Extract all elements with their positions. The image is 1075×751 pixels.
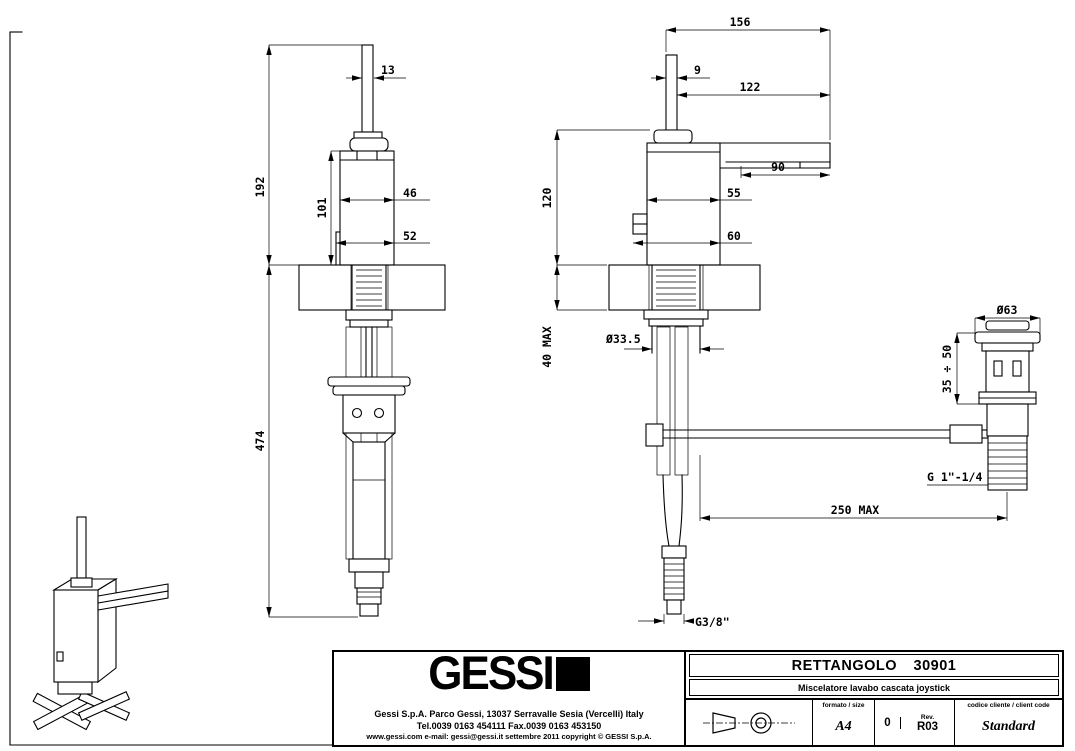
revision-cell: 0 Rev. R03 bbox=[874, 700, 954, 745]
revision-code: R03 bbox=[916, 721, 939, 733]
dim-label-192: 192 bbox=[253, 177, 267, 198]
title-block-product: RETTANGOLO 30901 Miscelatore lavabo casc… bbox=[686, 652, 1062, 745]
title-block-company: GESSI Gessi S.p.A. Parco Gessi, 13037 Se… bbox=[334, 646, 686, 745]
dim-label-13: 13 bbox=[381, 63, 395, 77]
dim-label-52: 52 bbox=[403, 229, 417, 243]
company-phone: Tel.0039 0163 454111 Fax.0039 0163 45315… bbox=[416, 720, 602, 731]
dim-label-35-50: 35 ÷ 50 bbox=[940, 345, 954, 394]
dim-label-250max: 250 MAX bbox=[831, 503, 880, 517]
revision-label: Rev. bbox=[920, 714, 935, 721]
iso-view bbox=[32, 516, 169, 731]
format-value: A4 bbox=[835, 719, 852, 734]
sheet-frame bbox=[9, 31, 335, 746]
gessi-logo-text: GESSI bbox=[428, 646, 554, 700]
dim-label-9: 9 bbox=[694, 63, 701, 77]
title-block: GESSI Gessi S.p.A. Parco Gessi, 13037 Se… bbox=[332, 650, 1064, 747]
dim-label-dia33-5: Ø33.5 bbox=[605, 332, 641, 346]
drain-view bbox=[974, 320, 1041, 491]
format-label: formato / size bbox=[822, 702, 865, 709]
front-view-dimensions: 13 192 101 46 52 474 bbox=[253, 44, 430, 618]
dim-label-40max: 40 MAX bbox=[540, 326, 554, 368]
client-code-value: Standard bbox=[982, 719, 1035, 734]
dim-label-g1-14: G 1"-1/4 bbox=[927, 470, 982, 484]
title-block-fields: formato / size A4 0 Rev. R03 codice clie… bbox=[686, 698, 1062, 745]
dim-label-46: 46 bbox=[403, 186, 417, 200]
client-code-label: codice cliente / client code bbox=[967, 702, 1050, 709]
side-view bbox=[608, 54, 989, 615]
drain-view-dimensions: Ø63 35 ÷ 50 G 1"-1/4 bbox=[927, 303, 1041, 486]
revision-number: 0 bbox=[875, 716, 901, 729]
client-code-cell: codice cliente / client code Standard bbox=[954, 700, 1062, 745]
dim-label-156: 156 bbox=[730, 15, 751, 29]
projection-symbol-cell bbox=[686, 700, 812, 745]
dim-label-g38: G3/8" bbox=[695, 615, 730, 629]
dim-label-dia63: Ø63 bbox=[996, 303, 1018, 317]
dim-label-122: 122 bbox=[740, 80, 761, 94]
product-code: RETTANGOLO 30901 bbox=[689, 654, 1059, 677]
dim-label-90: 90 bbox=[771, 160, 785, 174]
company-web: www.gessi.com e-mail: gessi@gessi.it set… bbox=[366, 732, 652, 742]
format-cell: formato / size A4 bbox=[812, 700, 874, 745]
dim-label-101: 101 bbox=[315, 198, 329, 219]
company-address: Gessi S.p.A. Parco Gessi, 13037 Serraval… bbox=[374, 708, 644, 719]
company-info: Gessi S.p.A. Parco Gessi, 13037 Serraval… bbox=[366, 709, 651, 742]
gessi-logo-mark bbox=[555, 657, 590, 692]
front-view bbox=[298, 44, 446, 617]
dim-label-474: 474 bbox=[253, 431, 267, 452]
dim-label-60: 60 bbox=[727, 229, 741, 243]
first-angle-projection-icon bbox=[703, 711, 795, 734]
gessi-logo: GESSI bbox=[428, 646, 590, 700]
side-view-dimensions: 156 9 122 90 55 60 120 40 MAX Ø33.5 bbox=[540, 15, 1008, 629]
dim-label-55: 55 bbox=[727, 186, 741, 200]
product-description: Miscelatore lavabo cascata joystick bbox=[689, 679, 1059, 696]
dim-label-120: 120 bbox=[540, 188, 554, 209]
revision-code-column: Rev. R03 bbox=[901, 712, 954, 733]
